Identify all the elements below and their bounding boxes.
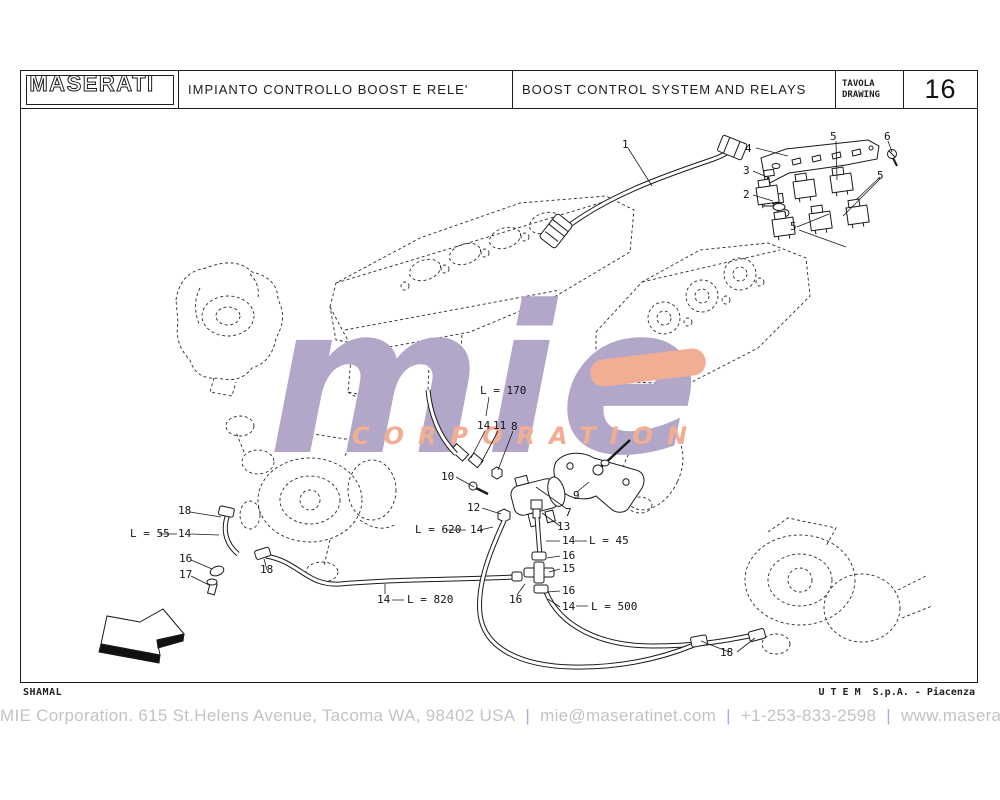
callout-label: 16 [179, 552, 193, 565]
title-english: BOOST CONTROL SYSTEM AND RELAYS [513, 71, 836, 108]
callout-label: 16 [509, 593, 523, 606]
callout-label: 14 [377, 593, 391, 606]
tavola-cell: TAVOLA DRAWING [836, 71, 904, 108]
callout-label: 5 [790, 220, 797, 233]
callout-label: L = 170 [480, 384, 527, 397]
hose-tip [450, 442, 470, 462]
callout-label: 14 [562, 600, 576, 613]
parts-solid-art [98, 134, 898, 670]
callout-label: 5 [877, 169, 884, 182]
maserati-logo: MASERATI [25, 71, 174, 105]
callout-label: 18 [260, 563, 274, 576]
mie-watermark: mie CORPORATION [268, 263, 706, 501]
callout-label: L = 45 [589, 534, 629, 547]
callout-label: 18 [720, 646, 734, 659]
callout-label: 14 [562, 534, 576, 547]
callout-label: 6 [884, 130, 891, 143]
callout-label: 10 [441, 470, 455, 483]
boost-sensor [539, 213, 573, 249]
title-italian: IMPIANTO CONTROLLO BOOST E RELE' [179, 71, 513, 108]
model-name: SHAMAL [23, 687, 63, 698]
fitting-13 [530, 499, 543, 519]
callout-label: L = 500 [591, 600, 638, 613]
footer-contact-line: MIE Corporation. 615 St.Helens Avenue, T… [0, 706, 1000, 726]
callout-label: 15 [562, 562, 576, 575]
fitting-12 [497, 508, 511, 523]
callout-label: 14 [178, 527, 192, 540]
fitting-8 [491, 466, 503, 480]
callout-label: 9 [573, 489, 580, 502]
screw-17 [206, 578, 218, 596]
footer-email[interactable]: mie@maseratinet.com [540, 706, 717, 725]
callout-label: L = 55 [130, 527, 170, 540]
callout-label: 13 [557, 520, 571, 533]
callout-label: 3 [743, 164, 750, 177]
callout-label: 7 [565, 506, 572, 519]
footer-separator: | [525, 706, 531, 725]
callout-label: 17 [179, 568, 193, 581]
callout-label: 18 [178, 504, 192, 517]
footer-separator: | [886, 706, 891, 725]
callout-label: L = 820 [407, 593, 454, 606]
callout-label: 14 [470, 523, 484, 536]
callout-label: 2 [743, 188, 750, 201]
logo-cell: MASERATI [21, 71, 179, 108]
sensor-connector [717, 134, 748, 161]
callout-label: 1 [622, 138, 629, 151]
drawing-frame: MASERATI IMPIANTO CONTROLLO BOOST E RELE… [20, 70, 978, 683]
watermark-corporation-text: CORPORATION [352, 422, 701, 450]
hoses [222, 389, 750, 670]
callout-label: 16 [562, 584, 576, 597]
leader-lines [159, 140, 893, 653]
callout-label: 8 [511, 420, 518, 433]
footer-separator: | [726, 706, 731, 725]
callout-label: 5 [830, 130, 837, 143]
header: MASERATI IMPIANTO CONTROLLO BOOST E RELE… [21, 71, 977, 109]
direction-arrow-icon [98, 608, 185, 664]
callout-label: 14 [477, 419, 491, 432]
callout-label: 11 [493, 419, 507, 432]
watermark-swoosh [590, 348, 706, 387]
footer-website[interactable]: www.maseratinet.com [900, 706, 1000, 725]
maserati-logo-text: MASERATI [29, 71, 154, 97]
callout-label: 4 [745, 142, 752, 155]
clamps [206, 505, 767, 648]
logo-text: MASERATI [29, 71, 154, 96]
callout-label: L = 620 [415, 523, 462, 536]
callout-label: 16 [562, 549, 576, 562]
drawing-number: 16 [924, 74, 957, 104]
footer-address: MIE Corporation. 615 St.Helens Avenue, T… [0, 706, 516, 725]
screw-6 [887, 149, 898, 167]
drawing-label: DRAWING [842, 89, 880, 100]
callout-label: 12 [467, 501, 481, 514]
tavola-label: TAVOLA [842, 78, 875, 89]
footer-phone[interactable]: +1-253-833-2598 [740, 706, 877, 725]
publisher-name: U T E M S.p.A. - Piacenza [818, 687, 975, 698]
